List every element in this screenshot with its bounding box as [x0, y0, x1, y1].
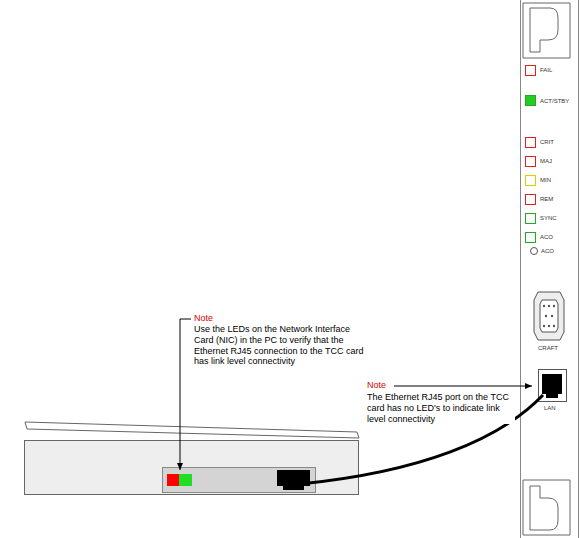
leader-line	[180, 319, 191, 470]
button-label: ACO	[541, 248, 554, 255]
leader-line	[394, 386, 532, 387]
note-text: The Ethernet RJ45 port on the TCC card h…	[367, 392, 515, 424]
note-text: Use the LEDs on the Network Interface Ca…	[194, 324, 364, 367]
led-label: MIN	[540, 177, 551, 184]
led-label: ACT/STBY	[540, 98, 569, 105]
led-label: CRIT	[540, 139, 554, 146]
led-label: MAJ	[540, 158, 552, 165]
note-heading: Note	[367, 380, 386, 391]
tcc-card	[521, 0, 579, 538]
port-label: LAN	[544, 405, 556, 412]
port-label: CRAFT	[538, 345, 558, 352]
led-label: FAIL	[540, 67, 552, 74]
note-heading: Note	[194, 313, 213, 324]
led-label: REM	[540, 196, 553, 203]
led-label: SYNC	[540, 215, 557, 222]
led-label: ACO	[540, 234, 553, 241]
